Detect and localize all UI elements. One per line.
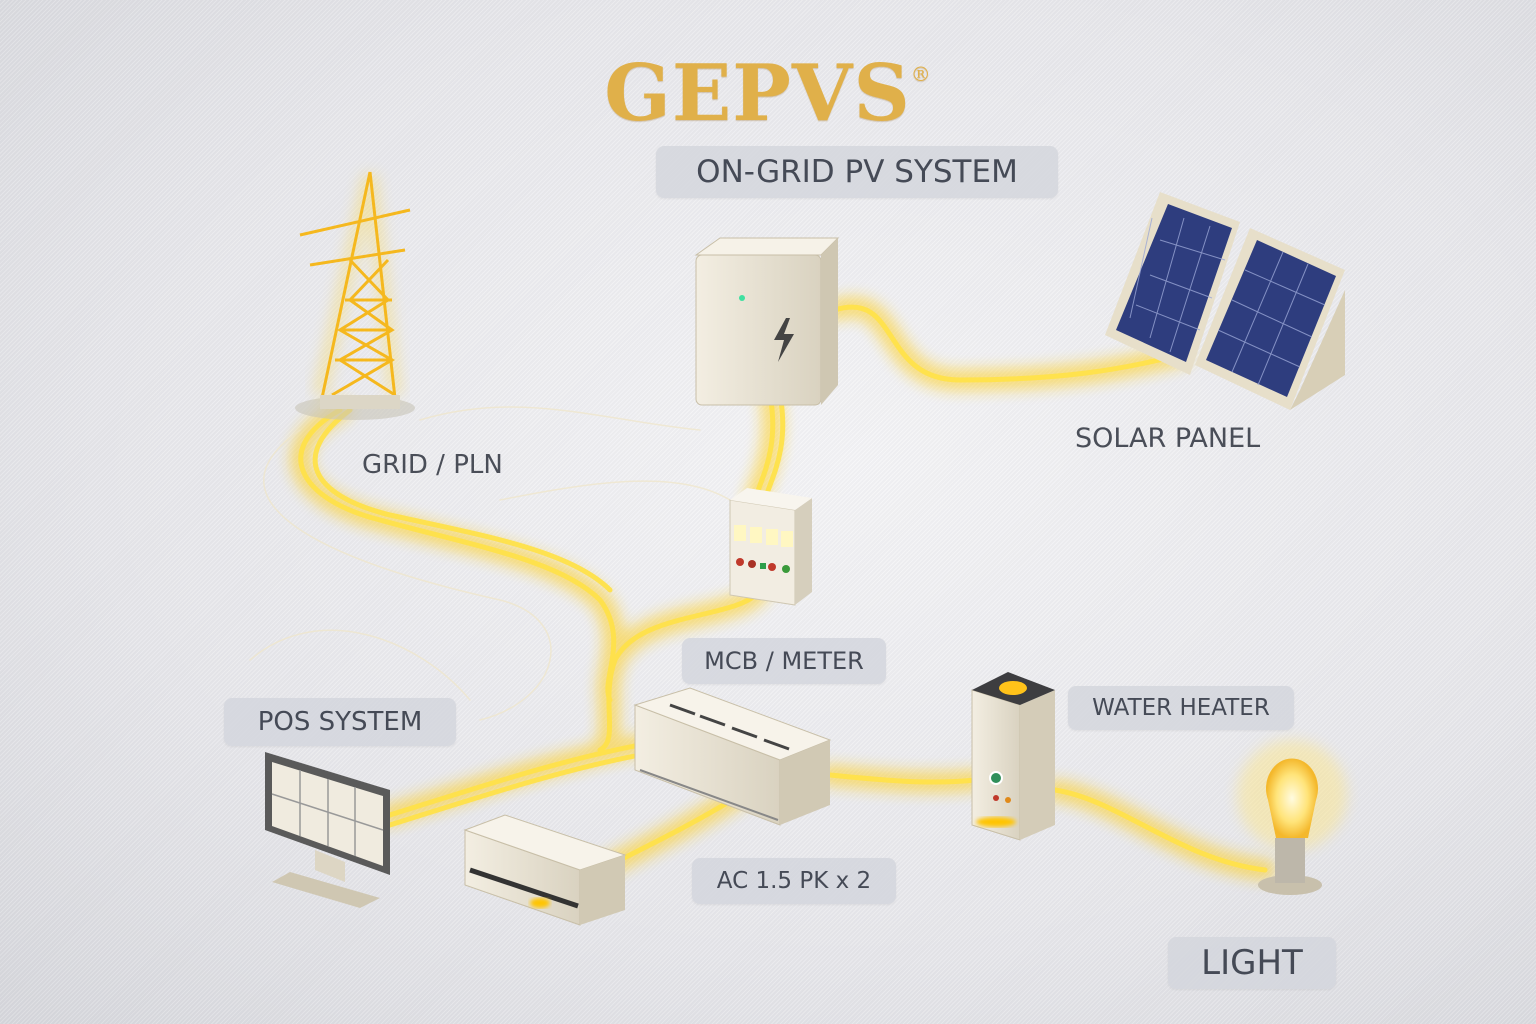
label-solar-panel: SOLAR PANEL (1075, 423, 1261, 454)
label-pos-system: POS SYSTEM (224, 698, 456, 746)
brand-name: GEPVS (604, 48, 911, 139)
air-conditioner-icon (463, 814, 627, 926)
air-conditioner-icon (633, 687, 832, 826)
label-mcb-meter: MCB / METER (682, 638, 886, 684)
label-light: LIGHT (1168, 937, 1336, 989)
registered-mark: ® (910, 62, 932, 86)
label-ac: AC 1.5 PK x 2 (692, 858, 896, 904)
label-grid: GRID / PLN (362, 450, 503, 480)
page-subtitle: ON-GRID PV SYSTEM (656, 146, 1058, 198)
mcb-meter-icon (729, 488, 812, 606)
label-water-heater: WATER HEATER (1068, 686, 1294, 730)
brand-logo: GEPVS® (0, 48, 1536, 139)
solar-panel-icon (1105, 192, 1345, 410)
inverter-icon (694, 237, 840, 406)
transmission-tower-icon (295, 171, 415, 420)
water-heater-icon (971, 672, 1055, 841)
pos-monitor-icon (265, 752, 390, 908)
light-bulb-icon (1237, 740, 1347, 895)
